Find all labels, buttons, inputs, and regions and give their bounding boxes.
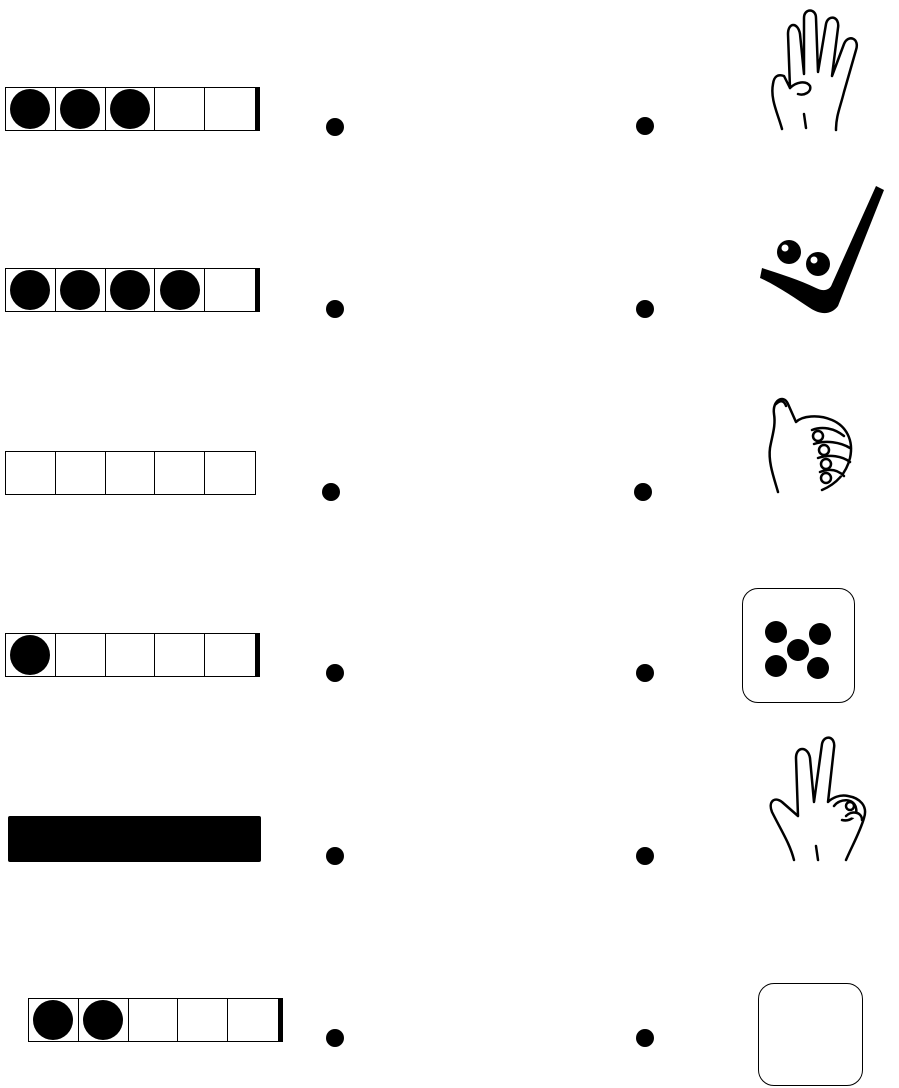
counter-dot <box>10 635 50 675</box>
frame-cell <box>106 452 156 494</box>
frame-cell <box>155 88 205 130</box>
frame-cell <box>56 88 106 130</box>
counter-dot <box>110 270 150 310</box>
left-connect-dot-row-5[interactable] <box>326 847 344 865</box>
frame-cell <box>29 999 79 1041</box>
frame-cell <box>205 634 255 676</box>
fist-zero-fingers-icon <box>762 392 862 498</box>
ten-frame-row-2 <box>5 268 260 312</box>
right-connect-dot-row-4[interactable] <box>636 664 654 682</box>
frame-cell <box>6 88 56 130</box>
right-connect-dot-row-5[interactable] <box>636 847 654 865</box>
right-connect-dot-row-1[interactable] <box>636 117 654 135</box>
frame-cell <box>56 452 106 494</box>
counter-dot <box>60 270 100 310</box>
left-connect-dot-row-3[interactable] <box>322 483 340 501</box>
empty-die-icon <box>758 983 863 1086</box>
die-pip <box>765 655 787 677</box>
right-connect-dot-row-3[interactable] <box>634 483 652 501</box>
counter-dot <box>83 1000 123 1040</box>
die-pip <box>787 639 809 661</box>
frame-cell <box>228 999 278 1041</box>
frame-cell <box>155 452 205 494</box>
left-connect-dot-row-2[interactable] <box>326 300 344 318</box>
left-connect-dot-row-1[interactable] <box>326 118 344 136</box>
counter-dot <box>10 270 50 310</box>
die-pip <box>809 623 831 645</box>
four-fingers-hand-icon <box>760 4 870 136</box>
frame-cell <box>79 999 129 1041</box>
ten-frame-row-1 <box>5 87 260 131</box>
frame-cell <box>6 634 56 676</box>
counter-dot <box>10 89 50 129</box>
counter-dot <box>60 89 100 129</box>
frame-cell <box>56 269 106 311</box>
frame-cell <box>205 88 255 130</box>
frame-cell <box>6 269 56 311</box>
frame-cell <box>155 634 205 676</box>
counter-dot <box>33 1000 73 1040</box>
frame-cell <box>178 999 228 1041</box>
ten-frame-row-5 <box>8 816 261 862</box>
frame-cell <box>106 269 156 311</box>
frame-cell <box>129 999 179 1041</box>
ten-frame-row-6 <box>28 998 283 1042</box>
frame-cell <box>106 88 156 130</box>
right-connect-dot-row-6[interactable] <box>636 1029 654 1047</box>
die-five-icon <box>742 588 855 703</box>
frame-cell <box>56 634 106 676</box>
counter-dot <box>160 270 200 310</box>
right-connect-dot-row-2[interactable] <box>636 300 654 318</box>
left-connect-dot-row-4[interactable] <box>326 664 344 682</box>
counter-dot <box>110 89 150 129</box>
frame-cell <box>106 634 156 676</box>
ten-frame-row-3 <box>5 451 256 495</box>
left-connect-dot-row-6[interactable] <box>326 1029 344 1047</box>
die-pip <box>765 621 787 643</box>
die-pip <box>807 657 829 679</box>
ten-frame-row-4 <box>5 633 260 677</box>
frame-cell <box>6 452 56 494</box>
frame-cell <box>205 452 255 494</box>
frame-cell <box>155 269 205 311</box>
three-fingers-hand-icon <box>764 732 879 864</box>
shovel-with-two-balls-icon <box>752 180 887 320</box>
frame-cell <box>205 269 255 311</box>
